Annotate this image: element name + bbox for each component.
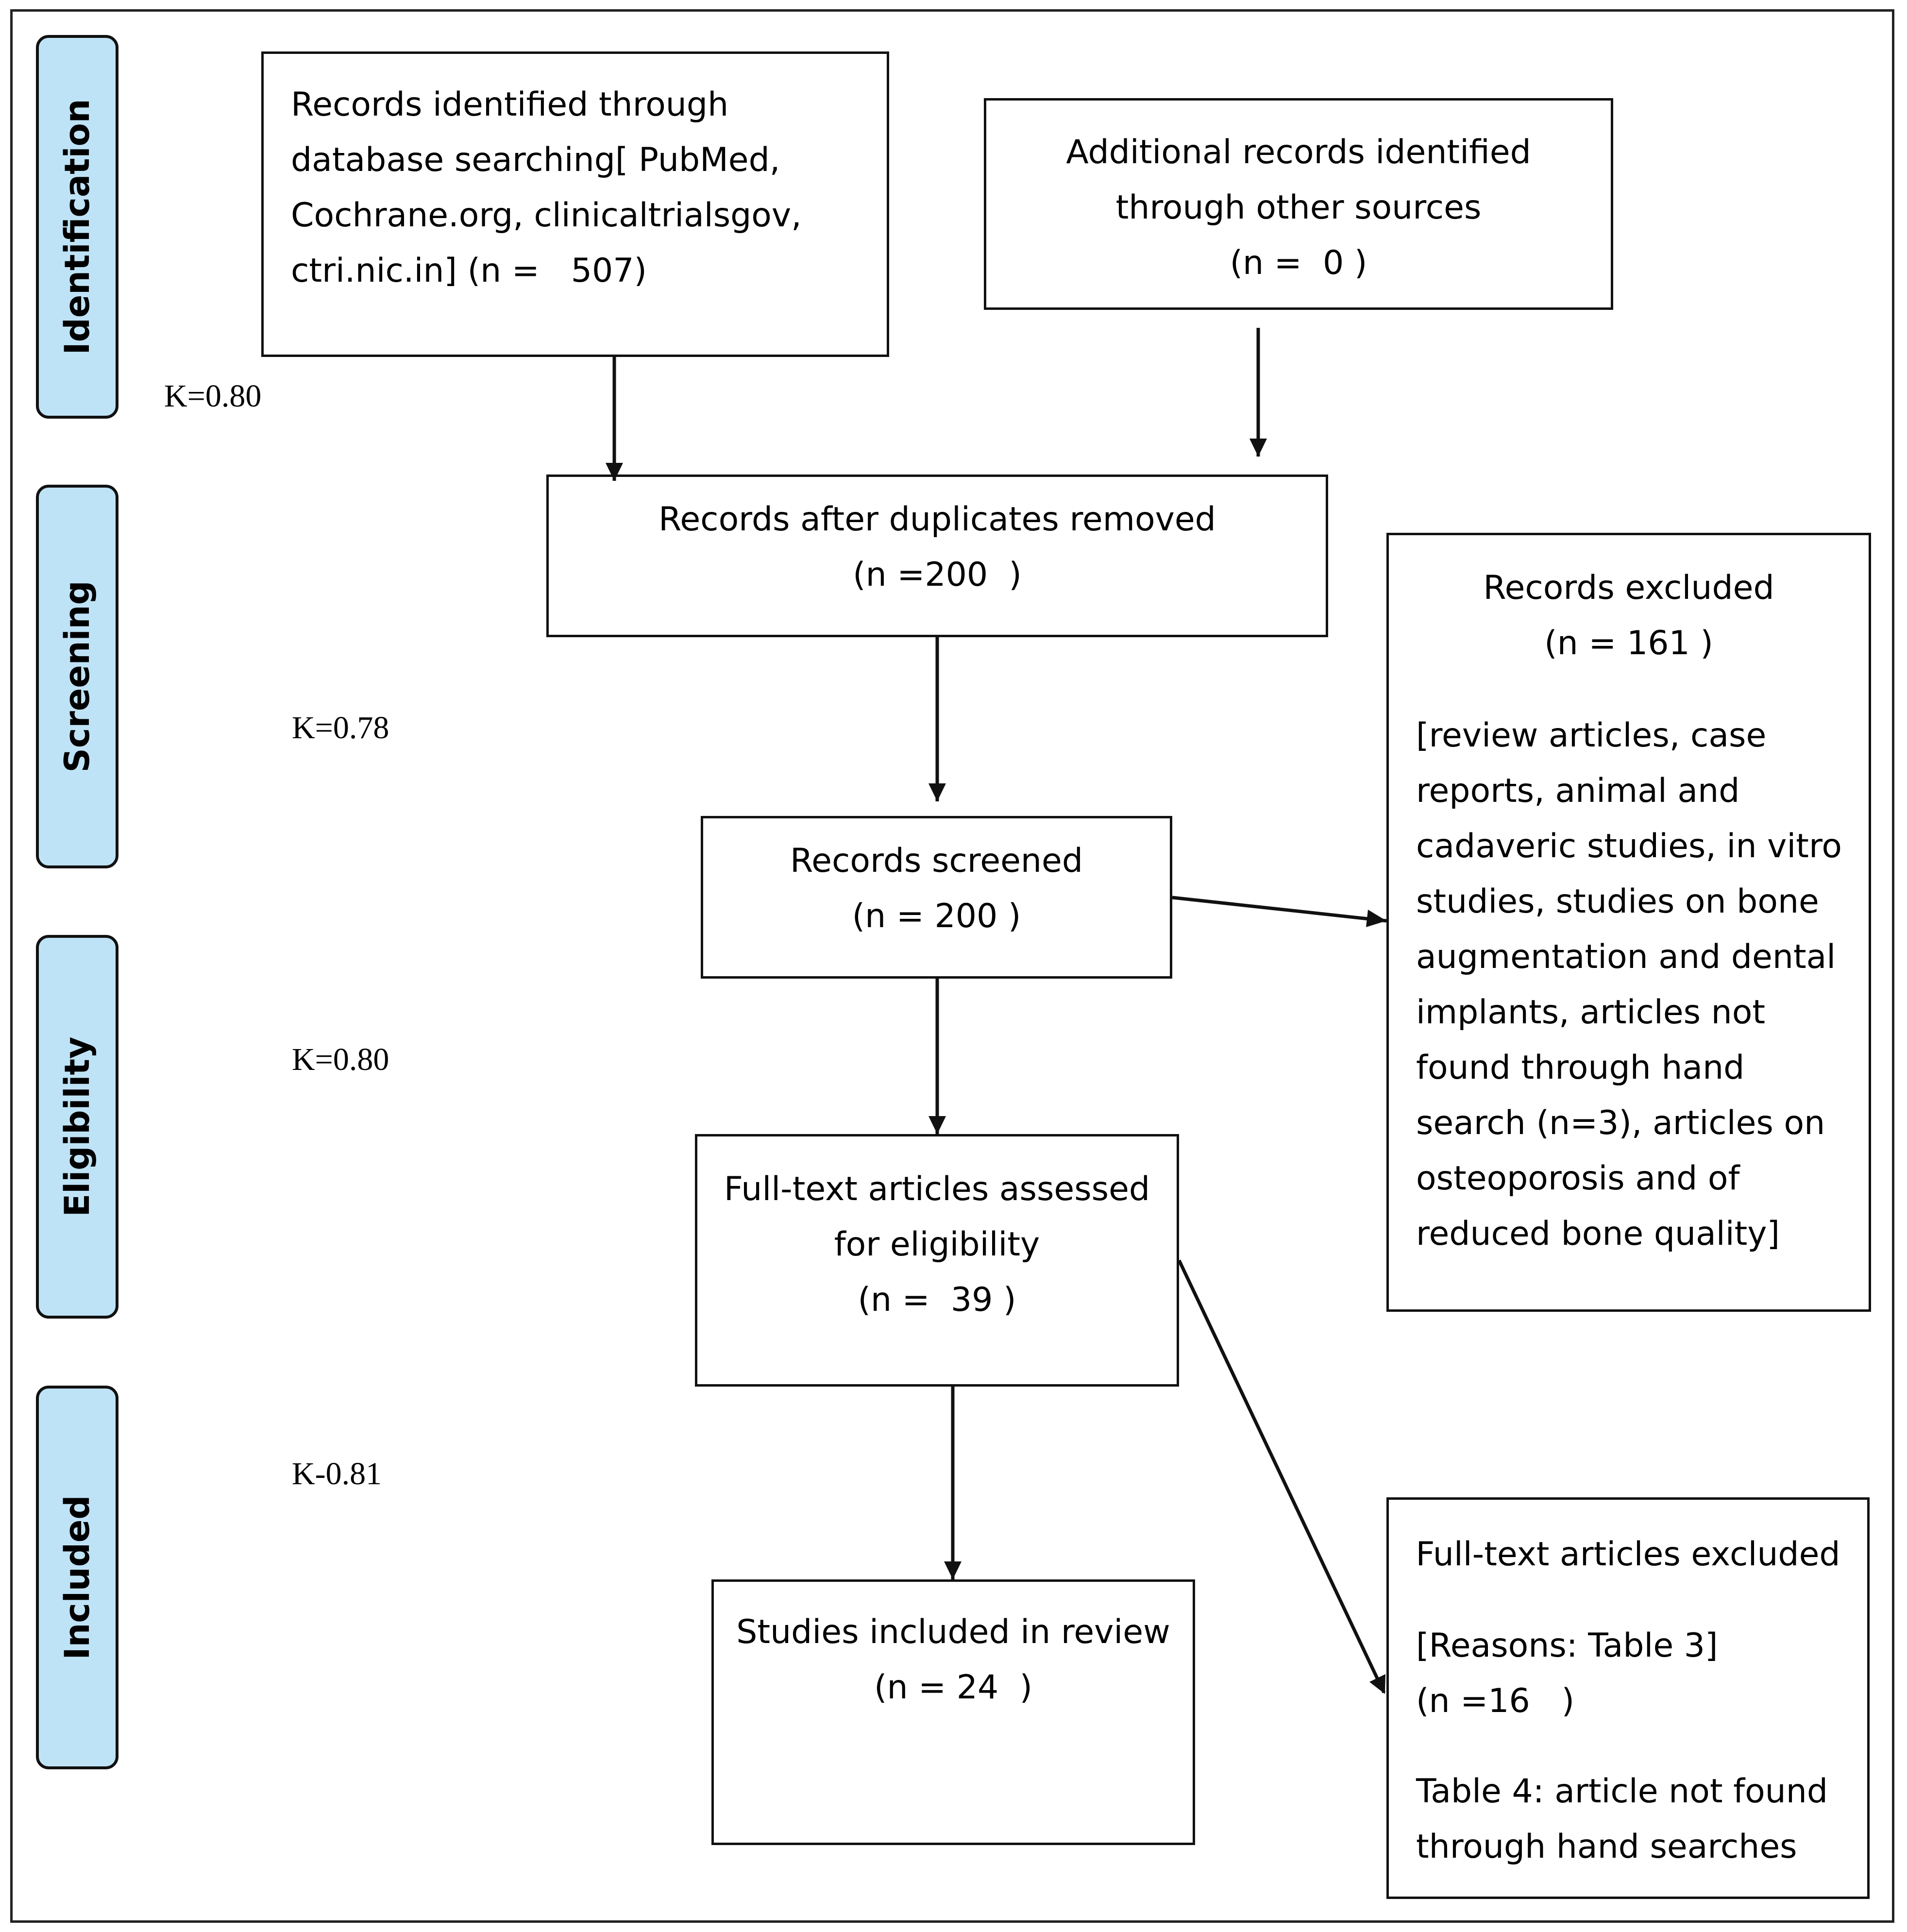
box-line: (n = 24 ) (874, 1668, 1033, 1707)
phase-screening: Screening (36, 485, 118, 868)
arrowhead (1369, 1674, 1385, 1694)
studies-included-box: Studies included in review (n = 24 ) (711, 1579, 1195, 1845)
box-line: through hand searches (1416, 1828, 1797, 1866)
box-line: Table 4: article not found (1416, 1772, 1828, 1811)
box-line: database searching[ PubMed, (291, 141, 780, 179)
box-line: [Reasons: Table 3] (1416, 1627, 1718, 1665)
arrowhead (928, 1116, 946, 1134)
other-sources-box: Additional records identified through ot… (984, 98, 1613, 310)
fulltext-excluded-reasons: [Reasons: Table 3] (n =16 ) (1389, 1618, 1867, 1729)
box-line: (n = 161 ) (1544, 624, 1713, 662)
box-line: (n = 200 ) (852, 897, 1021, 935)
box-line: Cochrane.org, clinicaltrialsgov, (291, 196, 802, 235)
box-line: search (n=3), articles on (1416, 1104, 1825, 1142)
box-line: for eligibility (834, 1225, 1040, 1264)
box-line: Records identified through (291, 85, 729, 124)
kappa-identification: K=0.80 (164, 378, 262, 414)
fulltext-excluded-note: Table 4: article not found through hand … (1389, 1764, 1867, 1875)
box-line: Full-text articles assessed (724, 1170, 1150, 1208)
kappa-eligibility: K=0.80 (292, 1042, 389, 1077)
arrowhead (928, 783, 946, 801)
kappa-screening: K=0.78 (292, 710, 389, 746)
phase-identification: Identification (36, 35, 118, 419)
database-records-box: Records identified through database sear… (261, 51, 889, 357)
arrowhead (1366, 910, 1386, 927)
fulltext-assessed-box: Full-text articles assessed for eligibil… (695, 1134, 1179, 1387)
box-line: found through hand (1416, 1049, 1745, 1087)
arrowhead (944, 1561, 962, 1579)
box-line: Records after duplicates removed (658, 500, 1216, 539)
records-excluded-title: Records excluded (n = 161 ) (1389, 560, 1869, 671)
box-line: Additional records identified (1066, 133, 1531, 171)
fulltext-excluded-title: Full-text articles excluded (1416, 1535, 1840, 1574)
box-line: Records excluded (1483, 569, 1774, 607)
box-line: ctri.nic.in] (n = 507) (291, 252, 647, 290)
box-line: (n =200 ) (853, 556, 1022, 594)
fulltext-excluded-box: Full-text articles excluded [Reasons: Ta… (1386, 1497, 1870, 1899)
box-line: (n =16 ) (1416, 1682, 1575, 1720)
phase-included: Included (36, 1386, 118, 1769)
box-line: Records screened (790, 842, 1083, 880)
box-line: studies, studies on bone (1416, 882, 1819, 921)
box-line: reduced bone quality] (1416, 1215, 1780, 1253)
arrowhead (606, 463, 623, 481)
arrow-screened-to-excluded (1172, 896, 1387, 923)
box-line: cadaveric studies, in vitro (1416, 827, 1842, 865)
diagram-frame (10, 9, 1894, 1923)
box-line: reports, animal and (1416, 772, 1740, 810)
box-line: (n = 39 ) (858, 1281, 1016, 1319)
box-line: through other sources (1115, 188, 1482, 227)
records-excluded-reasons: [review articles, case reports, animal a… (1389, 708, 1869, 1262)
box-line: augmentation and dental (1416, 938, 1836, 976)
arrow-fulltext-to-excluded (1177, 1259, 1386, 1694)
box-line: (n = 0 ) (1230, 244, 1367, 282)
records-screened-box: Records screened (n = 200 ) (701, 816, 1172, 979)
box-line: osteoporosis and of (1416, 1159, 1740, 1198)
kappa-included: K-0.81 (292, 1456, 382, 1491)
phase-eligibility: Eligibility (36, 935, 118, 1319)
records-excluded-box: Records excluded (n = 161 ) [review arti… (1386, 533, 1871, 1312)
box-line: implants, articles not (1416, 993, 1765, 1032)
box-line: [review articles, case (1416, 716, 1767, 755)
arrowhead (1249, 439, 1267, 457)
duplicates-removed-box: Records after duplicates removed (n =200… (546, 475, 1328, 637)
box-line: Studies included in review (736, 1613, 1170, 1651)
